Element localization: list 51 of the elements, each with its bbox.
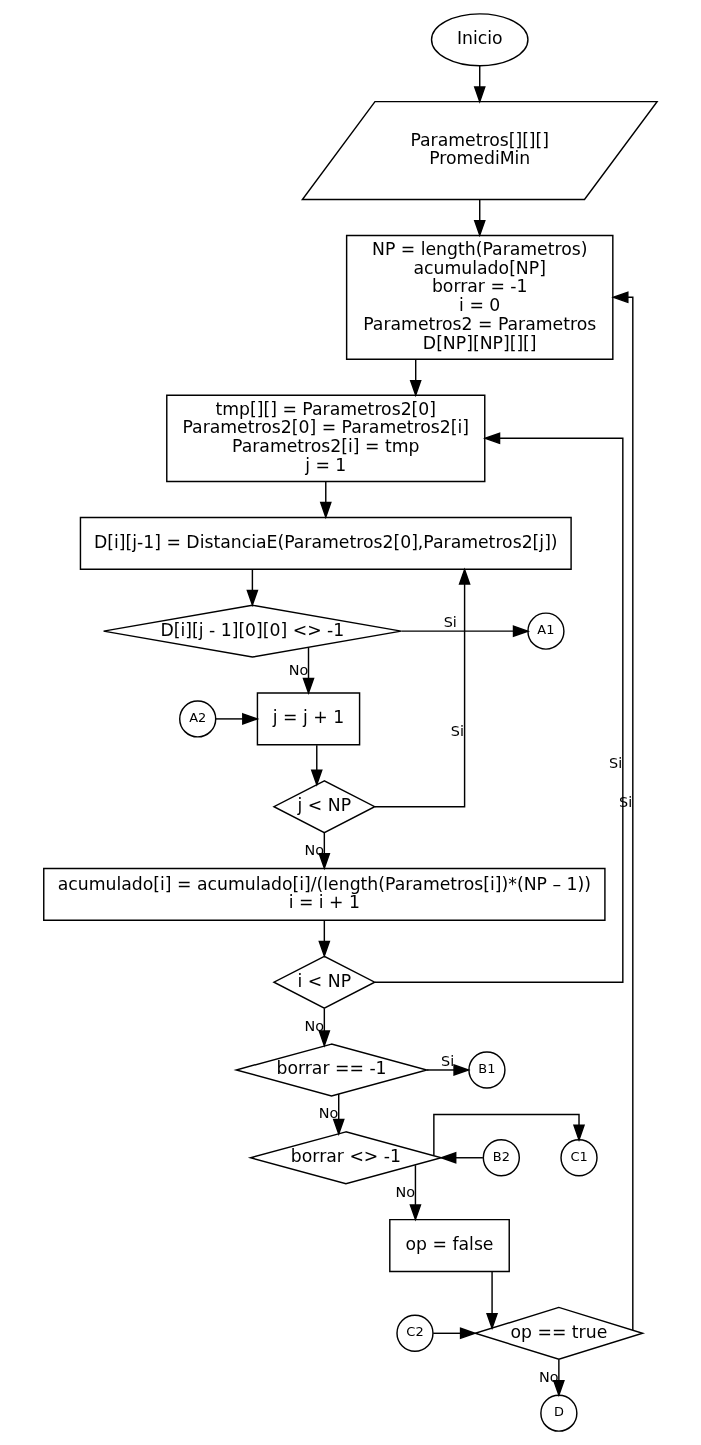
arrow bbox=[473, 199, 486, 238]
edge-label: Si bbox=[441, 1052, 455, 1069]
node-diamond: op == true bbox=[472, 1306, 645, 1360]
edge-label: Si bbox=[443, 613, 457, 630]
edge-label: No bbox=[288, 661, 309, 678]
arrow bbox=[433, 1113, 586, 1157]
arrow bbox=[473, 65, 486, 104]
arrow bbox=[486, 1271, 499, 1331]
edge-label: No bbox=[304, 1018, 325, 1035]
arrow bbox=[318, 1007, 331, 1048]
arrow bbox=[400, 625, 531, 638]
edge-label: Si bbox=[450, 722, 464, 739]
node-diamond: borrar == -1 bbox=[233, 1043, 430, 1097]
node-box: NP = length(Parametros) acumulado[NP] borrar = -1 i = 0 Parametros2 = Parametros D[NP][NP][][] bbox=[345, 234, 614, 360]
arrow bbox=[302, 646, 315, 695]
arrow bbox=[310, 744, 323, 787]
arrow bbox=[246, 568, 259, 607]
arrow bbox=[409, 1164, 422, 1222]
node-circle: A1 bbox=[527, 612, 565, 650]
edge-label: Si bbox=[609, 755, 623, 772]
node-box: acumulado[i] = acumulado[i]/(length(Parametros[i])*(NP – 1)) i = i + 1 bbox=[43, 867, 606, 922]
arrow bbox=[318, 832, 331, 871]
arrow bbox=[332, 1093, 345, 1136]
node-diamond: i < NP bbox=[272, 955, 377, 1009]
arrow bbox=[552, 1358, 565, 1398]
arrow bbox=[374, 567, 471, 808]
node-diamond: borrar <> -1 bbox=[247, 1131, 444, 1185]
edge-label: No bbox=[318, 1105, 339, 1122]
arrow bbox=[409, 358, 422, 398]
node-circle: C1 bbox=[560, 1139, 598, 1177]
arrow bbox=[432, 1327, 478, 1340]
node-circle: C2 bbox=[396, 1314, 434, 1352]
arrow bbox=[611, 291, 634, 1331]
node-circle: B1 bbox=[468, 1051, 506, 1089]
node-circle: D bbox=[540, 1394, 578, 1432]
node-box: op = false bbox=[389, 1218, 510, 1273]
node-diamond: D[i][j - 1][0][0] <> -1 bbox=[102, 604, 402, 658]
arrow bbox=[215, 712, 260, 725]
edge-label: No bbox=[395, 1183, 416, 1200]
node-diamond: j < NP bbox=[272, 779, 377, 834]
node-circle: A2 bbox=[179, 700, 217, 738]
arrow bbox=[439, 1151, 484, 1164]
arrow bbox=[318, 920, 331, 959]
node-box: D[i][j-1] = DistanciaE(Parametros2[0],Parametros2[j]) bbox=[79, 516, 572, 570]
node-box: j = j + 1 bbox=[256, 692, 361, 746]
arrow bbox=[319, 480, 332, 520]
node-circle: B2 bbox=[482, 1139, 520, 1177]
arrow bbox=[374, 432, 624, 983]
node-box: tmp[][] = Parametros2[0] Parametros2[0] = Parametros2[i] Parametros2[i] = tmp j = 1 bbox=[166, 394, 486, 483]
arrow bbox=[426, 1063, 471, 1077]
node-ellipse: Inicio bbox=[430, 13, 529, 67]
